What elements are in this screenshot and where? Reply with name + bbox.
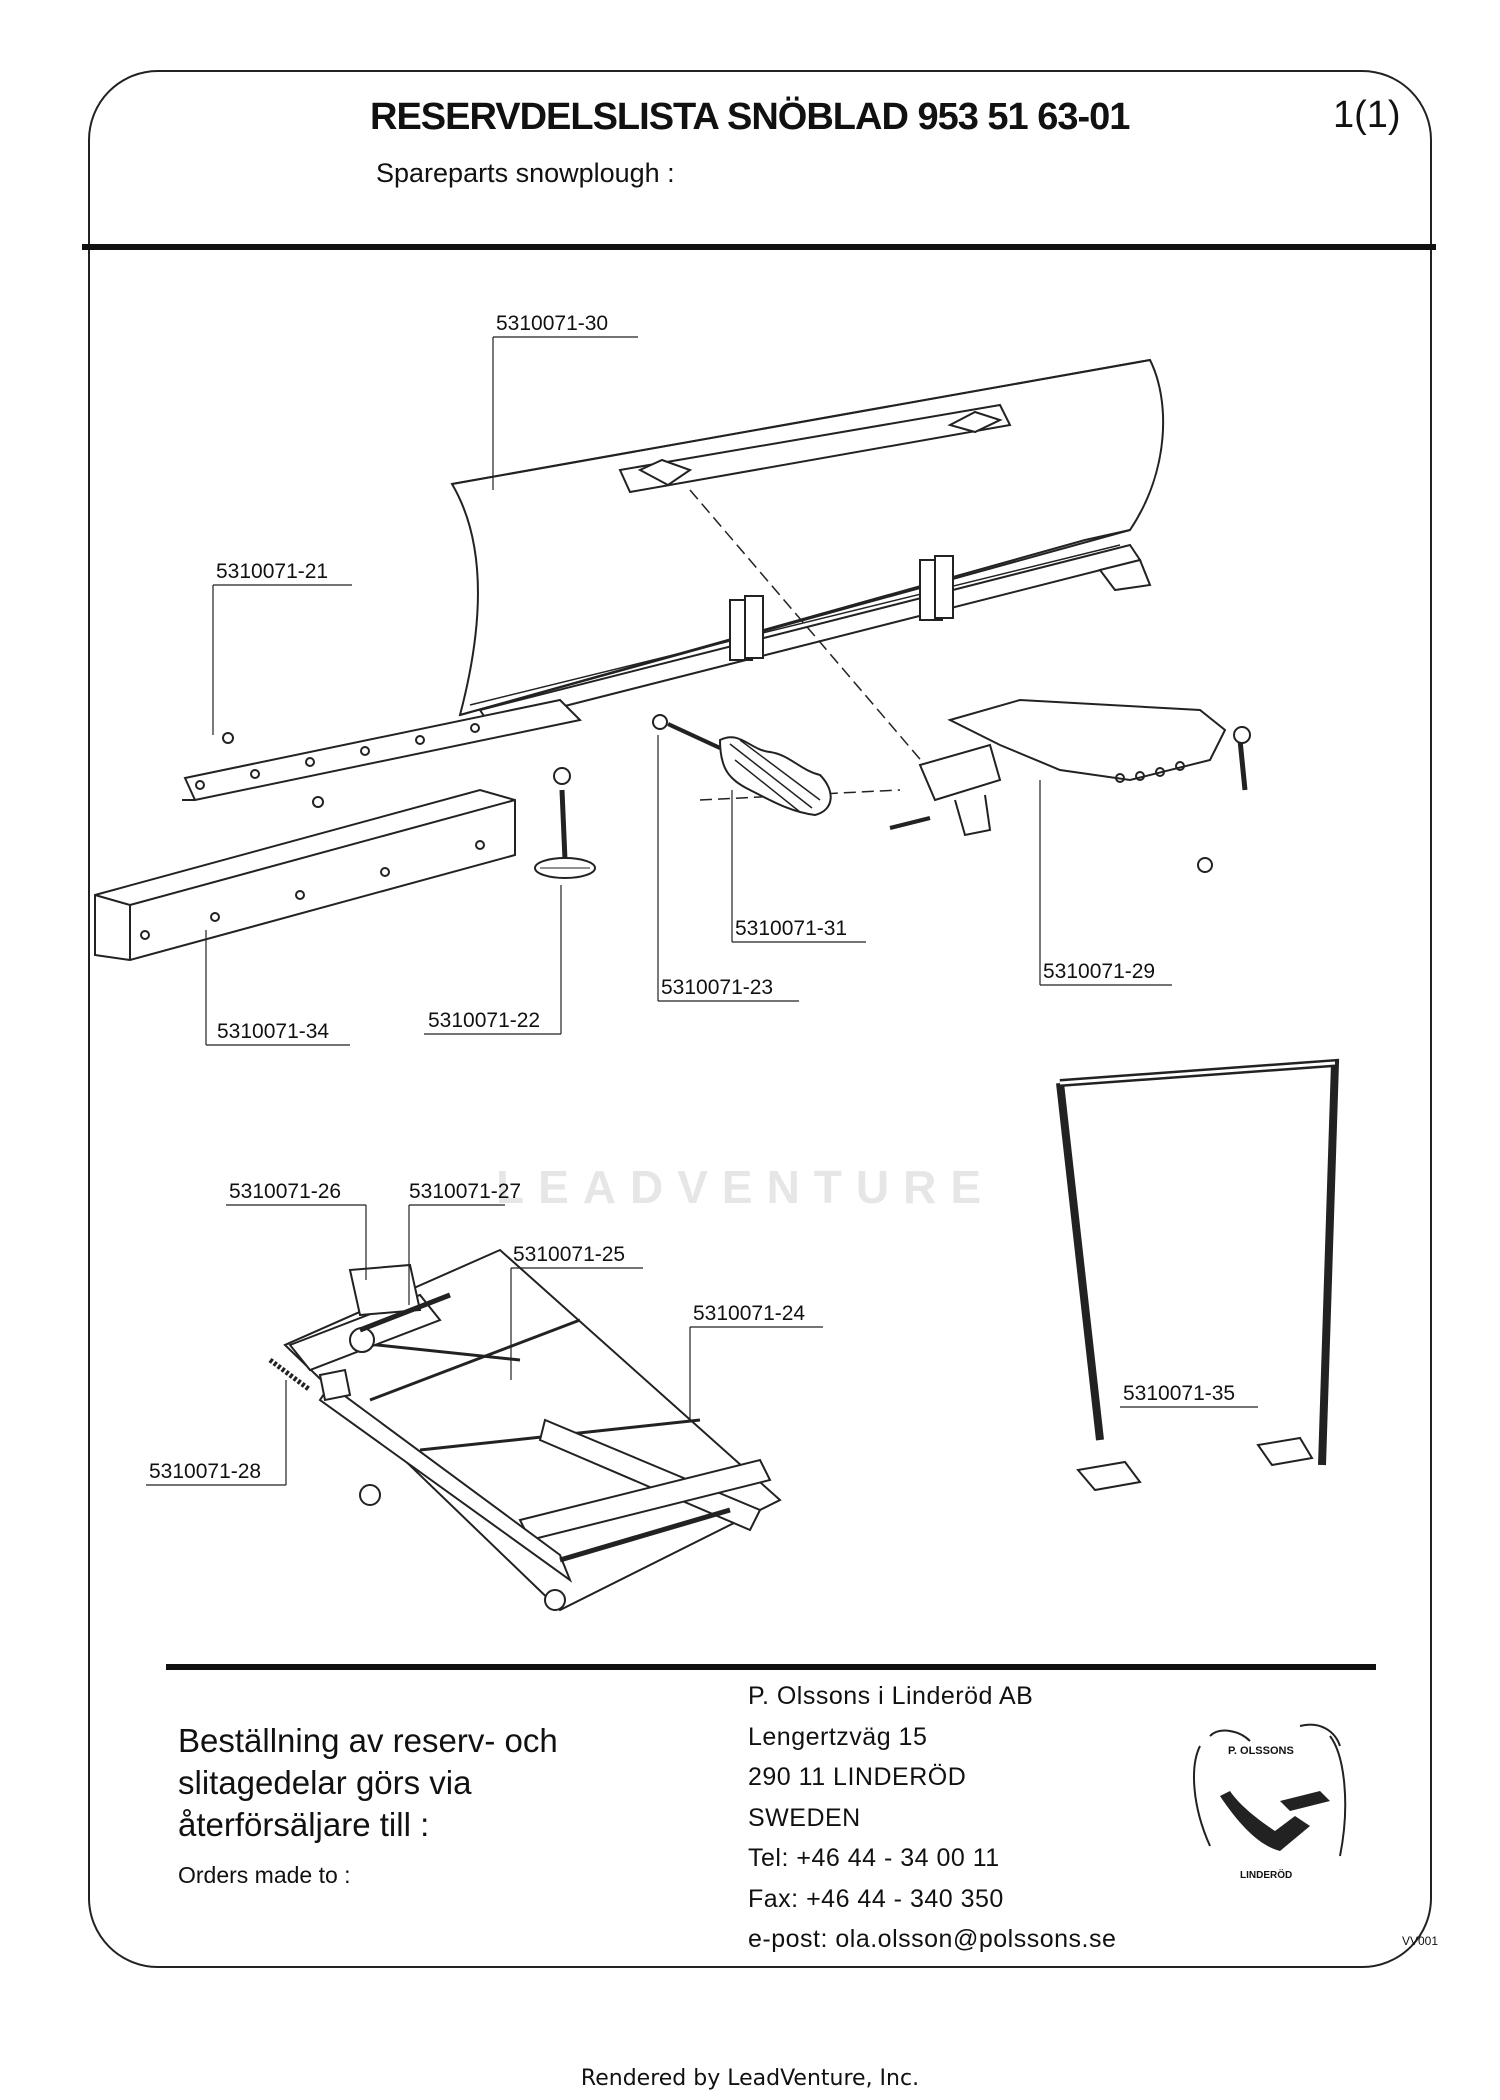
part-label-5310071-29: 5310071-29	[1043, 960, 1155, 983]
spring	[652, 714, 832, 817]
part-label-5310071-31: 5310071-31	[735, 917, 847, 940]
footer-rule	[166, 1664, 1376, 1670]
part-label-5310071-35: 5310071-35	[1123, 1382, 1235, 1405]
order-info-english: Orders made to :	[178, 1862, 351, 1888]
logo-top-text: P. OLSSONS	[1228, 1745, 1294, 1757]
logo-bottom-text: LINDERÖD	[1240, 1868, 1292, 1881]
part-label-5310071-26: 5310071-26	[229, 1180, 341, 1203]
part-label-5310071-27: 5310071-27	[409, 1180, 521, 1203]
callout-labels: 5310071-30 5310071-21 5310071-31 5310071…	[149, 312, 1235, 1483]
part-label-5310071-23: 5310071-23	[661, 976, 773, 999]
order-info-swedish: Beställning av reserv- och slitagedelar …	[178, 1722, 558, 1843]
page-number: 1(1)	[1333, 94, 1401, 136]
company-name: P. Olssons i Linderöd AB	[748, 1682, 1034, 1710]
wear-bar	[94, 788, 516, 962]
skid-foot	[534, 767, 596, 879]
part-label-5310071-34: 5310071-34	[217, 1020, 329, 1043]
company-country: SWEDEN	[748, 1803, 861, 1832]
mounting-plate	[889, 698, 1251, 873]
part-label-5310071-24: 5310071-24	[693, 1302, 805, 1325]
company-phone: Tel: +46 44 - 34 00 11	[748, 1844, 1000, 1872]
mounting-frame	[268, 1248, 782, 1612]
company-logo-icon: P. OLSSONS LINDERÖD	[1193, 1723, 1347, 1881]
rendered-by-footer: Rendered by LeadVenture, Inc.	[580, 2066, 920, 2091]
page-subtitle: Spareparts snowplough :	[376, 158, 675, 188]
page-title: RESERVDELSLISTA SNÖBLAD 953 51 63-01	[370, 96, 1130, 138]
frame-bar	[1056, 1058, 1340, 1492]
header-rule	[82, 244, 1436, 250]
part-label-5310071-30: 5310071-30	[496, 312, 608, 335]
plough-blade	[182, 358, 1165, 808]
part-label-5310071-25: 5310071-25	[513, 1243, 625, 1266]
part-label-5310071-22: 5310071-22	[428, 1009, 540, 1032]
company-street: Lengertzväg 15	[748, 1722, 928, 1751]
company-fax: Fax: +46 44 - 340 350	[748, 1884, 1004, 1913]
callout-leaders	[146, 336, 1258, 1486]
watermark-text: LEADVENTURE	[496, 1161, 996, 1213]
document-reference: VV001	[1402, 1934, 1439, 1948]
company-address: P. Olssons i Linderöd AB Lengertzväg 15 …	[748, 1676, 1116, 1960]
company-city: 290 11 LINDERÖD	[748, 1763, 967, 1791]
company-email: e-post: ola.olsson@polssons.se	[748, 1925, 1117, 1953]
part-label-5310071-21: 5310071-21	[216, 560, 328, 583]
page-frame	[88, 70, 1432, 1968]
part-label-5310071-28: 5310071-28	[149, 1460, 261, 1483]
